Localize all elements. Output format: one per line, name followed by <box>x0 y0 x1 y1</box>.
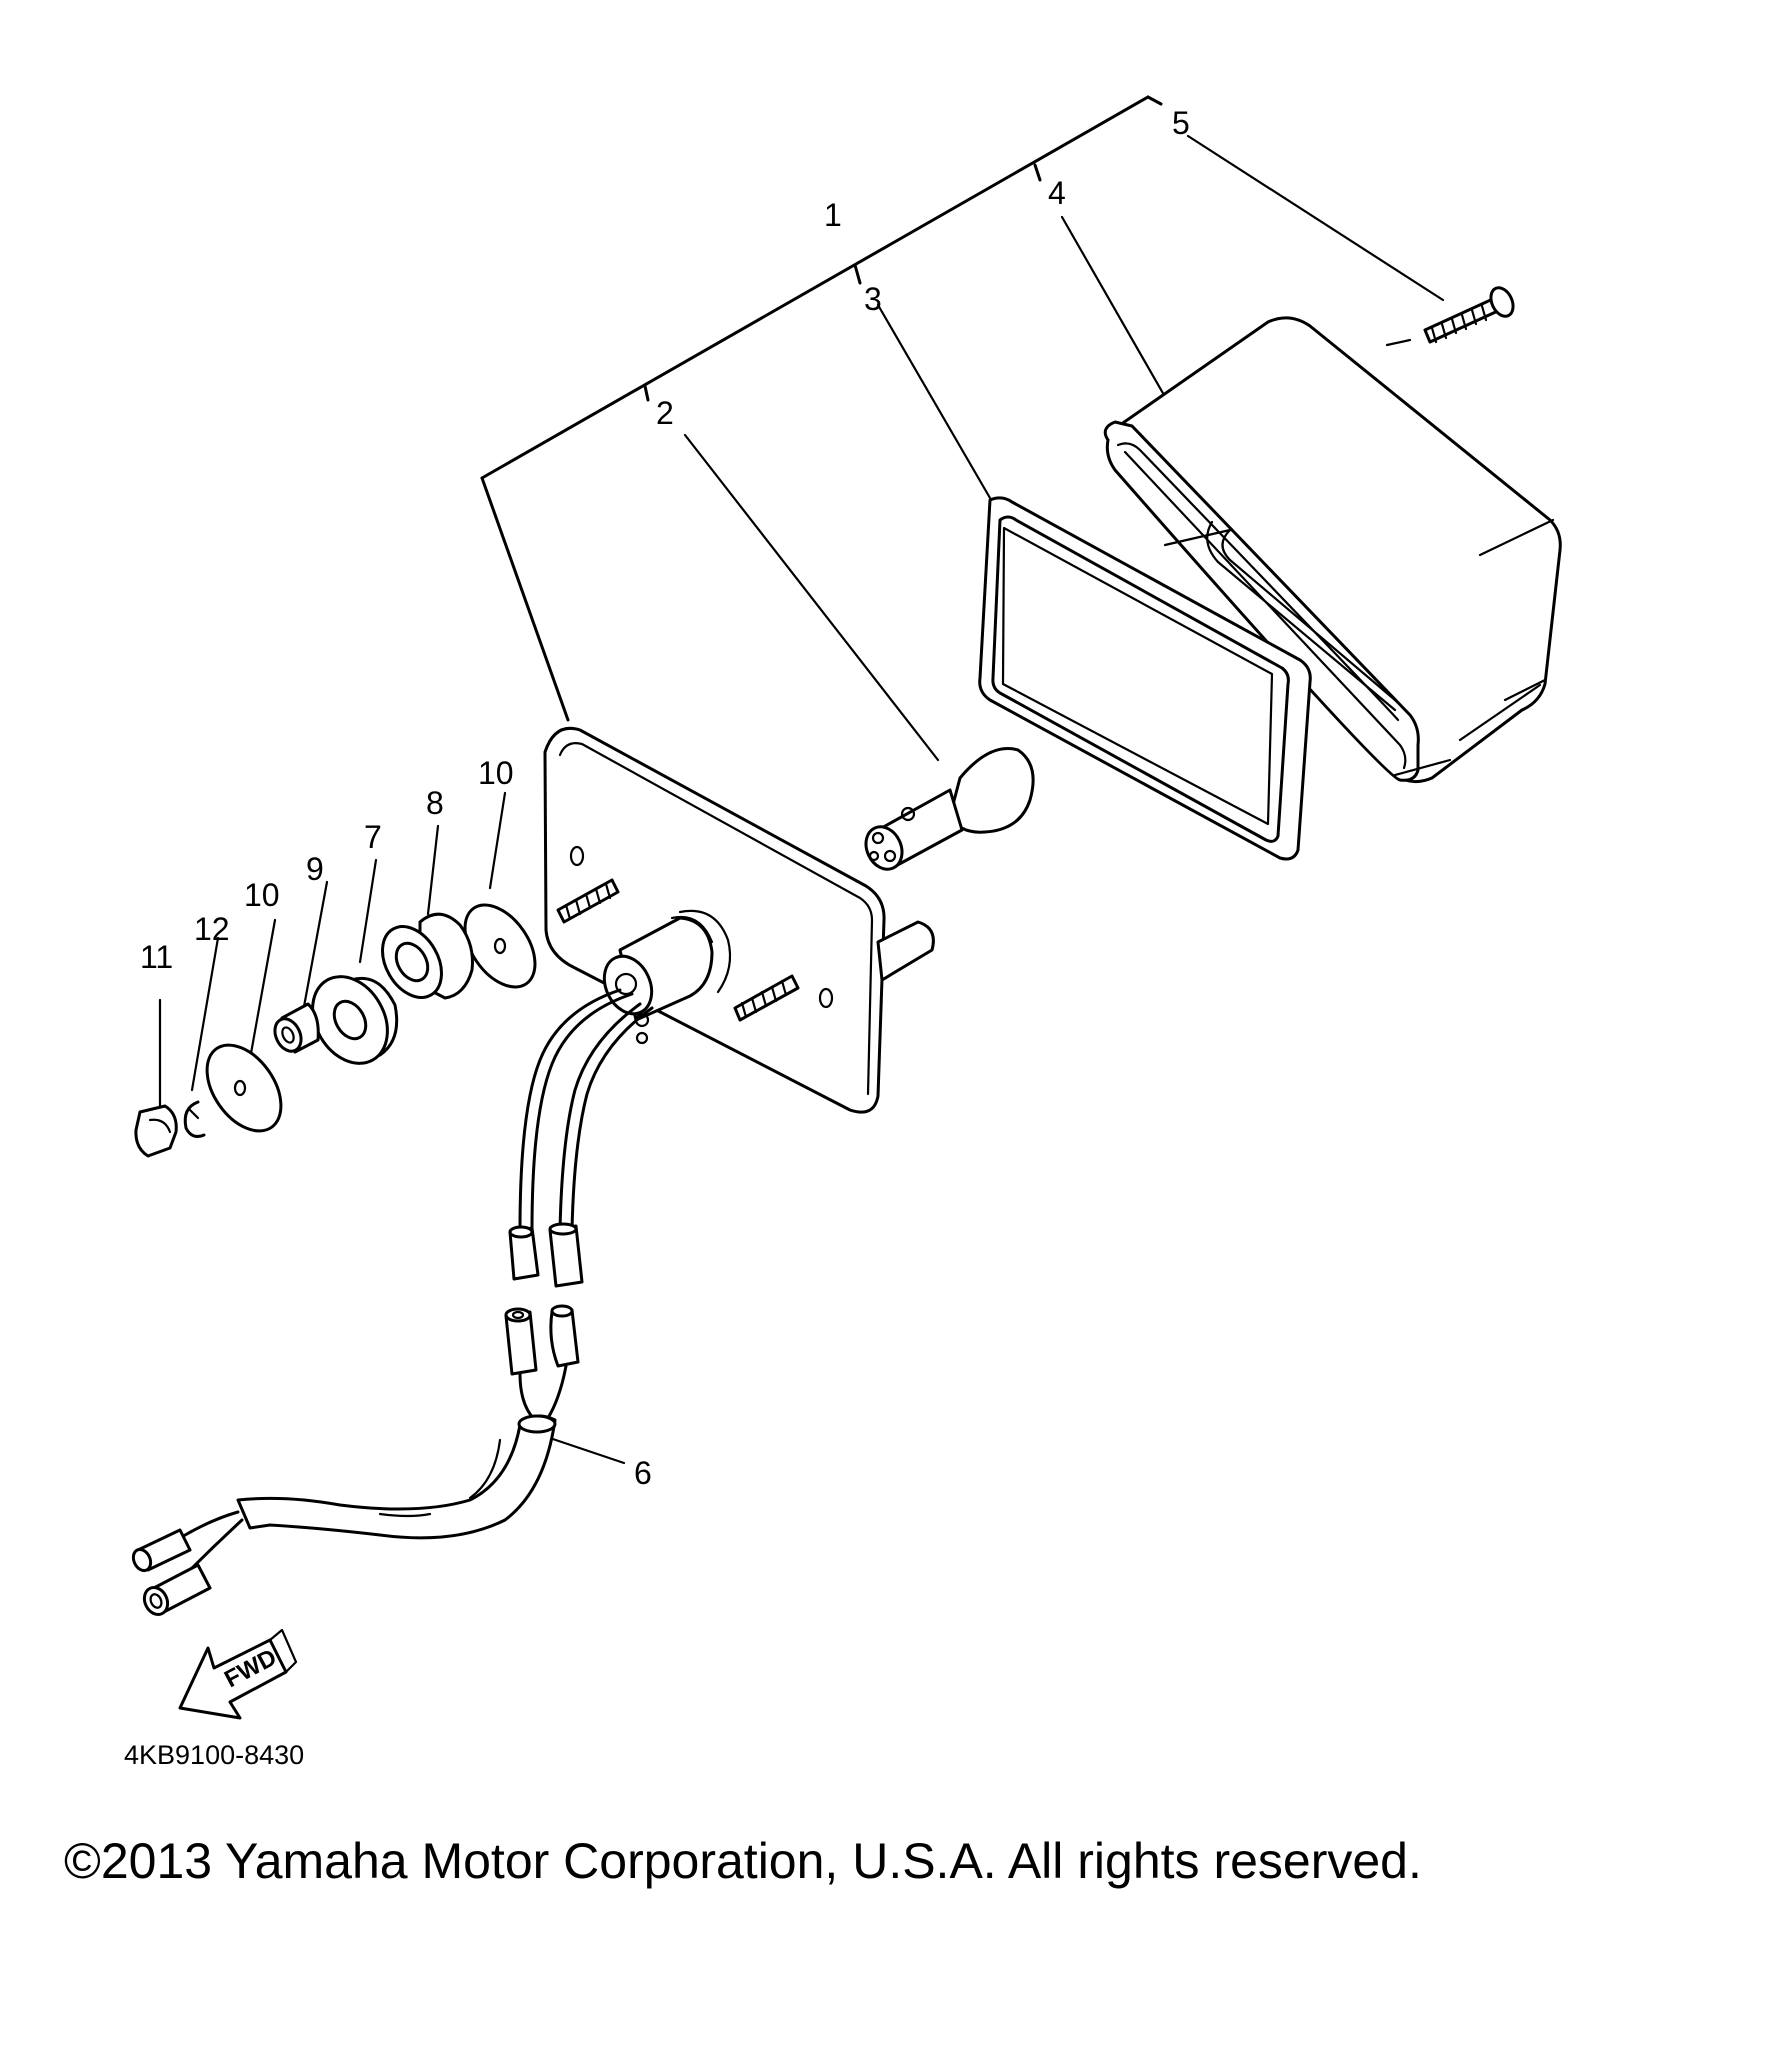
callout-1: 1 <box>824 197 842 233</box>
lock-washer-part-12 <box>183 1100 206 1138</box>
callout-10-upper: 10 <box>478 755 514 791</box>
screw-part-5 <box>1423 286 1515 344</box>
callout-6: 6 <box>634 1455 652 1491</box>
callout-7: 7 <box>364 819 382 855</box>
lens-cover-part-4 <box>1103 316 1562 784</box>
grommet-part-8 <box>381 912 474 1000</box>
washer-part-10-lower <box>205 1043 283 1133</box>
socket-wires <box>518 988 654 1232</box>
diagram-code: 4KB9100-8430 <box>124 1740 304 1770</box>
gasket-part-3 <box>978 496 1312 861</box>
callout-12: 12 <box>194 911 230 947</box>
callout-4: 4 <box>1048 175 1066 211</box>
spacer-part-9 <box>273 1002 320 1054</box>
bulb-part-2 <box>864 747 1035 871</box>
copyright-notice: ©2013 Yamaha Motor Corporation, U.S.A. A… <box>64 1833 1422 1889</box>
callout-11: 11 <box>140 939 173 975</box>
stud-right <box>733 974 800 1022</box>
fwd-arrow-icon: FWD <box>178 1628 298 1720</box>
nut-part-11 <box>134 1104 178 1158</box>
assembly-bracket <box>480 95 1163 722</box>
callout-labels: 1 2 3 4 5 6 7 8 9 10 10 11 12 <box>140 105 1190 1491</box>
wire-connectors-lower <box>504 1304 580 1376</box>
base-plate <box>543 726 935 1114</box>
wire-harness-part-6 <box>131 1364 568 1617</box>
wire-connectors-upper <box>508 1222 584 1288</box>
callout-8: 8 <box>426 785 444 821</box>
callout-2: 2 <box>656 395 674 431</box>
washer-part-10-upper <box>463 903 537 989</box>
callout-10-lower: 10 <box>244 877 280 913</box>
stud-left <box>556 878 620 924</box>
collar-part-7 <box>311 975 399 1065</box>
callout-5: 5 <box>1172 105 1190 141</box>
callout-3: 3 <box>864 281 882 317</box>
callout-9: 9 <box>306 851 324 887</box>
